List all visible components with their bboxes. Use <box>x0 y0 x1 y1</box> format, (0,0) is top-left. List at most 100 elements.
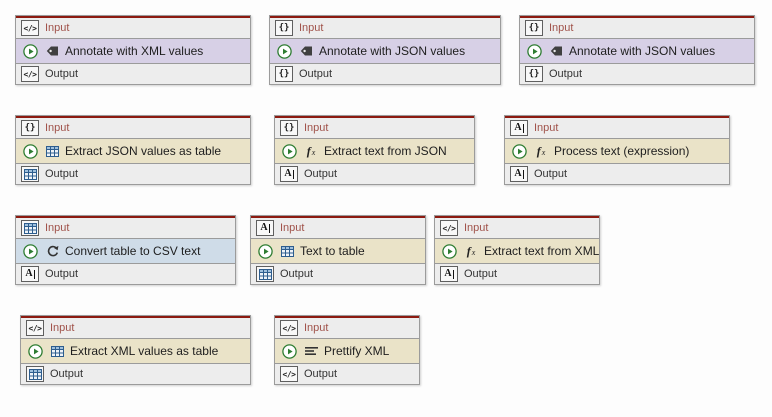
input-port-row: </> Input <box>16 18 250 38</box>
json-icon: {} <box>280 120 298 136</box>
play-icon[interactable] <box>258 243 273 259</box>
output-port-row: Output <box>21 364 250 384</box>
tag-icon <box>45 45 59 57</box>
output-port-row: Output <box>16 164 250 184</box>
node-body[interactable]: Annotate with JSON values <box>520 38 754 64</box>
table-icon <box>26 366 44 382</box>
play-icon[interactable] <box>23 43 38 59</box>
node-title: Prettify XML <box>324 344 390 358</box>
play-icon[interactable] <box>28 343 43 359</box>
input-label: Input <box>280 221 305 234</box>
tag-icon <box>299 45 313 57</box>
node-body[interactable]: Text to table <box>251 238 425 264</box>
card-accent <box>275 316 419 318</box>
output-label: Output <box>45 167 79 180</box>
xml-icon: </> <box>280 366 298 382</box>
node-title: Convert table to CSV text <box>65 244 201 258</box>
play-icon[interactable] <box>442 243 457 259</box>
play-icon[interactable] <box>282 143 297 159</box>
table-icon <box>21 166 39 182</box>
node-card[interactable]: </> Input Prettify XML </> Output <box>274 315 420 385</box>
input-label: Input <box>534 121 559 134</box>
text-icon: A <box>510 120 528 136</box>
xml-icon: </> <box>280 320 298 336</box>
node-title: Extract XML values as table <box>70 344 219 358</box>
xml-icon: </> <box>26 320 44 336</box>
node-card[interactable]: {} Input Annotate with JSON values {} Ou… <box>269 15 501 85</box>
node-body[interactable]: Extract XML values as table <box>21 338 250 364</box>
output-label: Output <box>304 167 338 180</box>
output-label: Output <box>304 367 338 380</box>
output-label: Output <box>549 67 583 80</box>
input-port-row: {} Input <box>16 118 250 138</box>
node-body[interactable]: Annotate with JSON values <box>270 38 500 64</box>
node-title: Annotate with XML values <box>65 44 204 58</box>
table-icon <box>280 245 294 257</box>
play-icon[interactable] <box>282 343 297 359</box>
input-label: Input <box>50 321 75 334</box>
input-port-row: {} Input <box>520 18 754 38</box>
play-icon[interactable] <box>23 143 38 159</box>
card-accent <box>16 116 250 118</box>
node-title: Annotate with JSON values <box>319 44 466 58</box>
input-label: Input <box>45 121 70 134</box>
convert-icon <box>45 245 59 258</box>
play-icon[interactable] <box>277 43 292 59</box>
table-icon <box>45 145 59 157</box>
output-label: Output <box>280 267 314 280</box>
input-port-row: A Input <box>251 218 425 238</box>
input-port-row: </> Input <box>21 318 250 338</box>
output-label: Output <box>50 367 84 380</box>
output-port-row: A Output <box>435 264 599 284</box>
xml-icon: </> <box>440 220 458 236</box>
prettify-icon <box>304 346 318 357</box>
node-card[interactable]: Input Convert table to CSV text A Output <box>15 215 236 285</box>
node-card[interactable]: A Input Text to table Output <box>250 215 426 285</box>
card-accent <box>520 16 754 18</box>
input-label: Input <box>45 221 70 234</box>
output-port-row: </> Output <box>16 64 250 84</box>
node-title: Extract text from XML <box>484 244 600 258</box>
input-port-row: A Input <box>505 118 729 138</box>
play-icon[interactable] <box>527 43 542 59</box>
output-port-row: A Output <box>16 264 235 284</box>
input-port-row: </> Input <box>275 318 419 338</box>
xml-icon: </> <box>21 20 39 36</box>
input-label: Input <box>304 121 329 134</box>
node-card[interactable]: {} Input Annotate with JSON values {} Ou… <box>519 15 755 85</box>
node-body[interactable]: Annotate with XML values <box>16 38 250 64</box>
output-port-row: </> Output <box>275 364 419 384</box>
input-label: Input <box>45 21 70 34</box>
output-port-row: A Output <box>505 164 729 184</box>
card-accent <box>435 216 599 218</box>
node-title: Extract JSON values as table <box>65 144 222 158</box>
node-card[interactable]: </> Input Annotate with XML values </> O… <box>15 15 251 85</box>
card-accent <box>275 116 474 118</box>
json-icon: {} <box>525 20 543 36</box>
play-icon[interactable] <box>23 243 38 259</box>
node-title: Text to table <box>300 244 365 258</box>
output-label: Output <box>45 67 79 80</box>
node-body[interactable]: Convert table to CSV text <box>16 238 235 264</box>
node-body[interactable]: Extract JSON values as table <box>16 138 250 164</box>
card-accent <box>21 316 250 318</box>
node-card[interactable]: {} Input Extract JSON values as table Ou… <box>15 115 251 185</box>
node-body[interactable]: Prettify XML <box>275 338 419 364</box>
card-accent <box>16 216 235 218</box>
play-icon[interactable] <box>512 143 527 159</box>
node-card[interactable]: </> Input Extract XML values as table Ou… <box>20 315 251 385</box>
card-accent <box>270 16 500 18</box>
json-icon: {} <box>525 66 543 82</box>
json-icon: {} <box>275 66 293 82</box>
output-port-row: {} Output <box>520 64 754 84</box>
